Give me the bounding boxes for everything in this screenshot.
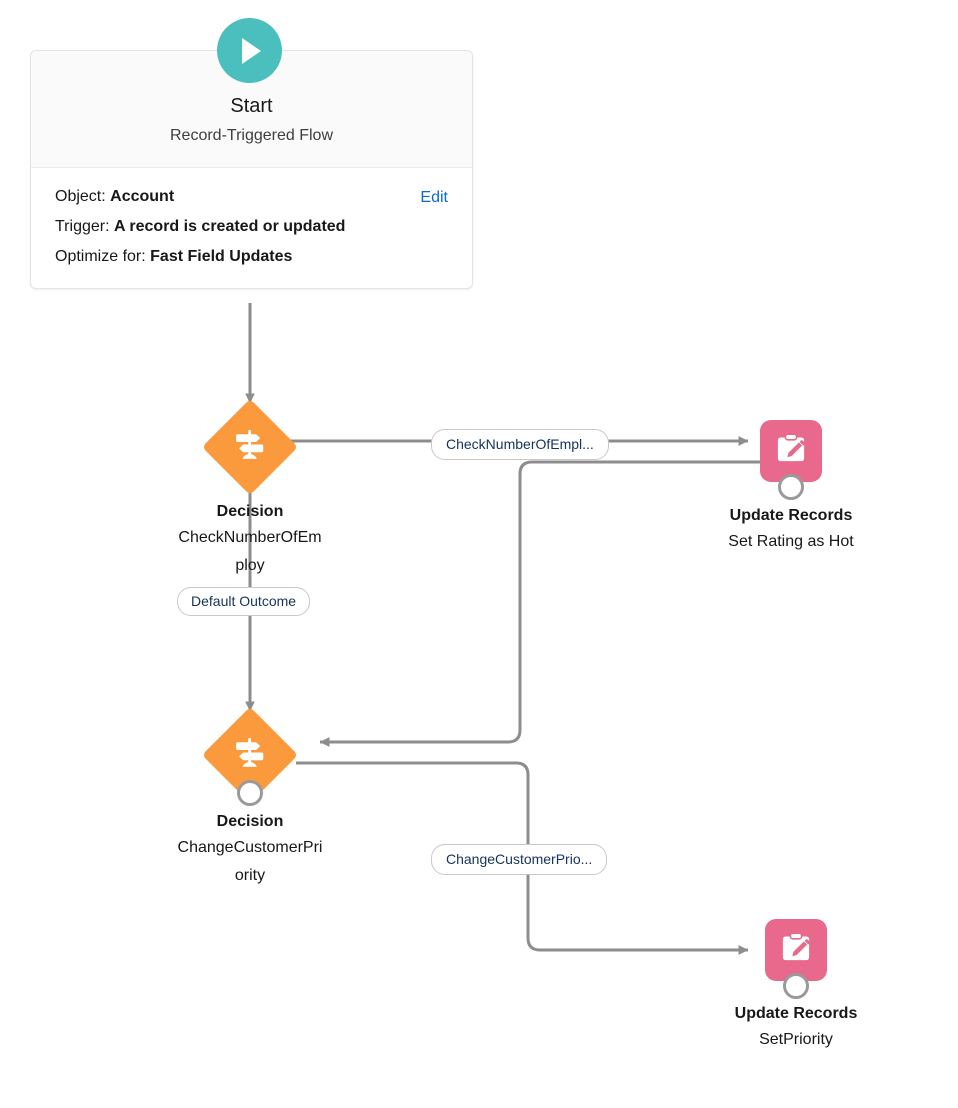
- start-row-trigger-value: A record is created or updated: [113, 218, 346, 235]
- connector-label-check-number-of-employees[interactable]: CheckNumberOfEmpl...: [431, 429, 609, 460]
- update-records-2-label: Update Records SetPriority: [656, 1002, 936, 1054]
- update-records-1-name: Set Rating as Hot: [728, 533, 854, 550]
- start-row-trigger: Trigger: A record is created or updated: [55, 212, 448, 242]
- decision-node-2[interactable]: [201, 706, 299, 806]
- update-records-node-1[interactable]: [760, 420, 822, 500]
- start-row-optimize-value: Fast Field Updates: [150, 248, 293, 265]
- decision-diamond-2[interactable]: [201, 706, 299, 804]
- update-records-2-type: Update Records: [734, 1005, 858, 1022]
- update-records-icon-2[interactable]: [765, 919, 827, 981]
- decision-1-type: Decision: [216, 503, 284, 520]
- start-row-object-value: Account: [110, 188, 175, 205]
- update-records-1-label: Update Records Set Rating as Hot: [651, 504, 931, 556]
- signpost-icon: [232, 735, 268, 776]
- update-records-1-type: Update Records: [729, 507, 853, 524]
- clipboard-pencil-icon: [773, 431, 809, 472]
- end-circle-update-2[interactable]: [783, 973, 809, 999]
- start-row-optimize-label: Optimize for:: [55, 248, 146, 265]
- start-row-optimize: Optimize for: Fast Field Updates: [55, 242, 448, 272]
- end-circle-decision-2[interactable]: [237, 780, 263, 806]
- signpost-icon: [232, 427, 268, 468]
- decision-2-type: Decision: [216, 813, 284, 830]
- start-card[interactable]: Start Record-Triggered Flow Object: Acco…: [30, 50, 473, 289]
- update-records-icon-1[interactable]: [760, 420, 822, 482]
- update-records-node-2[interactable]: [765, 919, 827, 999]
- clipboard-pencil-icon: [778, 930, 814, 971]
- edit-link[interactable]: Edit: [420, 189, 448, 206]
- start-card-body: Object: Account Trigger: A record is cre…: [31, 168, 472, 288]
- start-row-object: Object: Account: [55, 182, 448, 212]
- decision-2-name-line2: ority: [234, 867, 266, 884]
- decision-diamond-1[interactable]: [201, 398, 299, 496]
- decision-2-name-line1: ChangeCustomerPri: [177, 839, 323, 856]
- decision-1-name-line2: ploy: [235, 557, 265, 574]
- start-row-trigger-label: Trigger:: [55, 218, 110, 235]
- end-circle-update-1[interactable]: [778, 474, 804, 500]
- decision-1-label: Decision CheckNumberOfEm ploy: [110, 500, 390, 580]
- start-subtitle: Record-Triggered Flow: [169, 127, 333, 144]
- play-icon[interactable]: [217, 18, 282, 83]
- decision-2-label: Decision ChangeCustomerPri ority: [110, 810, 390, 890]
- update-records-2-name: SetPriority: [759, 1031, 833, 1048]
- start-row-object-label: Object:: [55, 188, 106, 205]
- connector-label-change-customer-priority[interactable]: ChangeCustomerPrio...: [431, 844, 608, 875]
- start-title: Start: [230, 95, 273, 117]
- decision-1-name-line1: CheckNumberOfEm: [178, 529, 322, 546]
- connector-label-default-outcome[interactable]: Default Outcome: [177, 587, 311, 616]
- decision-node-1[interactable]: [201, 398, 299, 496]
